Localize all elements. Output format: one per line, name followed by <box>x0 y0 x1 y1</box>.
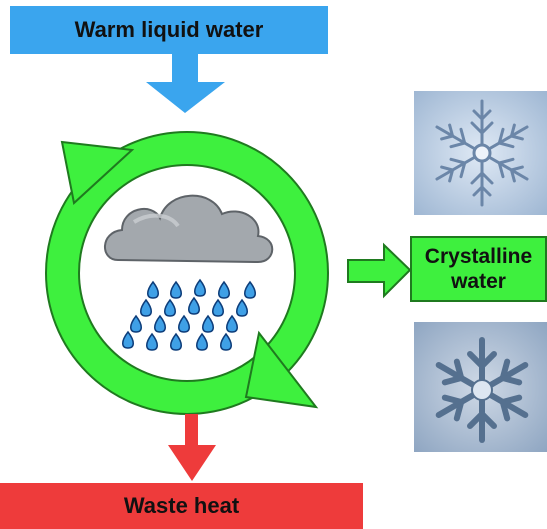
cycle-arrowhead-bottom <box>244 330 319 409</box>
waste-heat-box: Waste heat <box>0 483 363 529</box>
raindrop-icon <box>170 332 182 351</box>
raindrop-icon <box>170 280 182 299</box>
raindrop-icon <box>130 314 142 333</box>
raindrop-icon <box>226 314 238 333</box>
raindrop-icon <box>188 296 200 315</box>
raindrop-icon <box>212 298 224 317</box>
raindrop-icon <box>236 298 248 317</box>
raindrop-icon <box>244 280 256 299</box>
raindrop-icon <box>194 278 206 297</box>
warm-liquid-water-label: Warm liquid water <box>74 17 264 42</box>
cycle-arrowhead-top <box>60 140 135 205</box>
cloud-icon <box>104 194 274 264</box>
water-label: water <box>451 270 506 293</box>
snowflake-photo-bottom <box>414 322 547 452</box>
raindrop-icon <box>178 314 190 333</box>
raindrops <box>122 278 256 351</box>
raindrop-icon <box>218 280 230 299</box>
crystalline-label: Crystalline <box>424 245 533 268</box>
raindrop-icon <box>154 314 166 333</box>
crystalline-water-box: Crystalline water <box>410 236 547 302</box>
crystal-arrow <box>347 242 412 299</box>
cycle-ring <box>45 131 329 415</box>
warm-liquid-water-box: Warm liquid water <box>10 6 328 54</box>
raindrop-icon <box>122 330 134 349</box>
raindrop-icon <box>164 298 176 317</box>
raindrop-icon <box>202 314 214 333</box>
raindrop-icon <box>220 332 232 351</box>
snowflake-photo-top <box>414 91 547 215</box>
waste-heat-label: Waste heat <box>123 493 240 518</box>
raindrop-icon <box>147 280 159 299</box>
input-arrow <box>146 54 225 113</box>
raindrop-icon <box>196 332 208 351</box>
heat-arrow <box>168 414 216 481</box>
raindrop-icon <box>140 298 152 317</box>
raindrop-icon <box>146 332 158 351</box>
